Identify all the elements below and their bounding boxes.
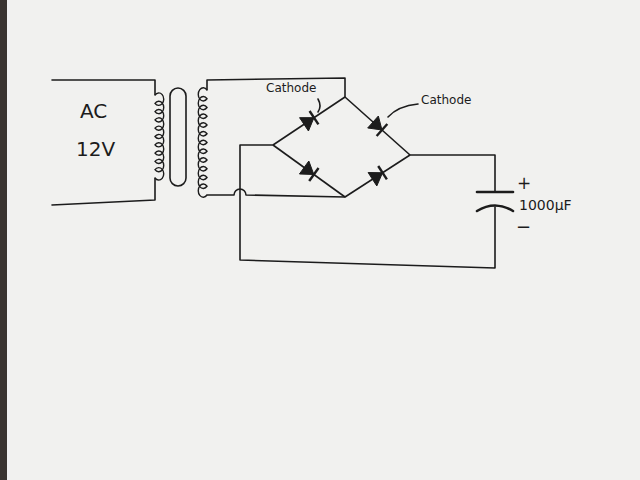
voltage-label: 12V — [76, 138, 115, 160]
diode-symbol — [345, 155, 410, 197]
transformer-winding — [198, 88, 207, 197]
primary-wire-bottom — [52, 178, 155, 205]
negative-wire — [240, 145, 495, 268]
pin-label: Cathode — [266, 82, 316, 95]
positive-wire — [410, 155, 495, 192]
polarity-mark: − — [516, 217, 531, 237]
diode-symbol — [345, 97, 410, 155]
capacitor-plate-curved — [477, 206, 513, 212]
transformer-core — [170, 88, 186, 186]
primary-wire-top — [52, 80, 155, 95]
leader-line — [388, 104, 418, 117]
leader-line — [318, 99, 320, 112]
secondary-wire-top — [207, 78, 345, 97]
desk-edge — [0, 0, 7, 480]
secondary-wire-bottom — [207, 189, 345, 197]
diode-symbol — [273, 97, 345, 145]
polarity-mark: + — [517, 174, 531, 193]
source-label: AC — [80, 100, 107, 122]
diode-symbol — [273, 145, 345, 197]
pin-label: Cathode — [421, 94, 471, 107]
capacitance-value: 1000µF — [519, 198, 572, 213]
capacitor-plate — [477, 191, 513, 194]
transformer-winding — [155, 93, 164, 180]
